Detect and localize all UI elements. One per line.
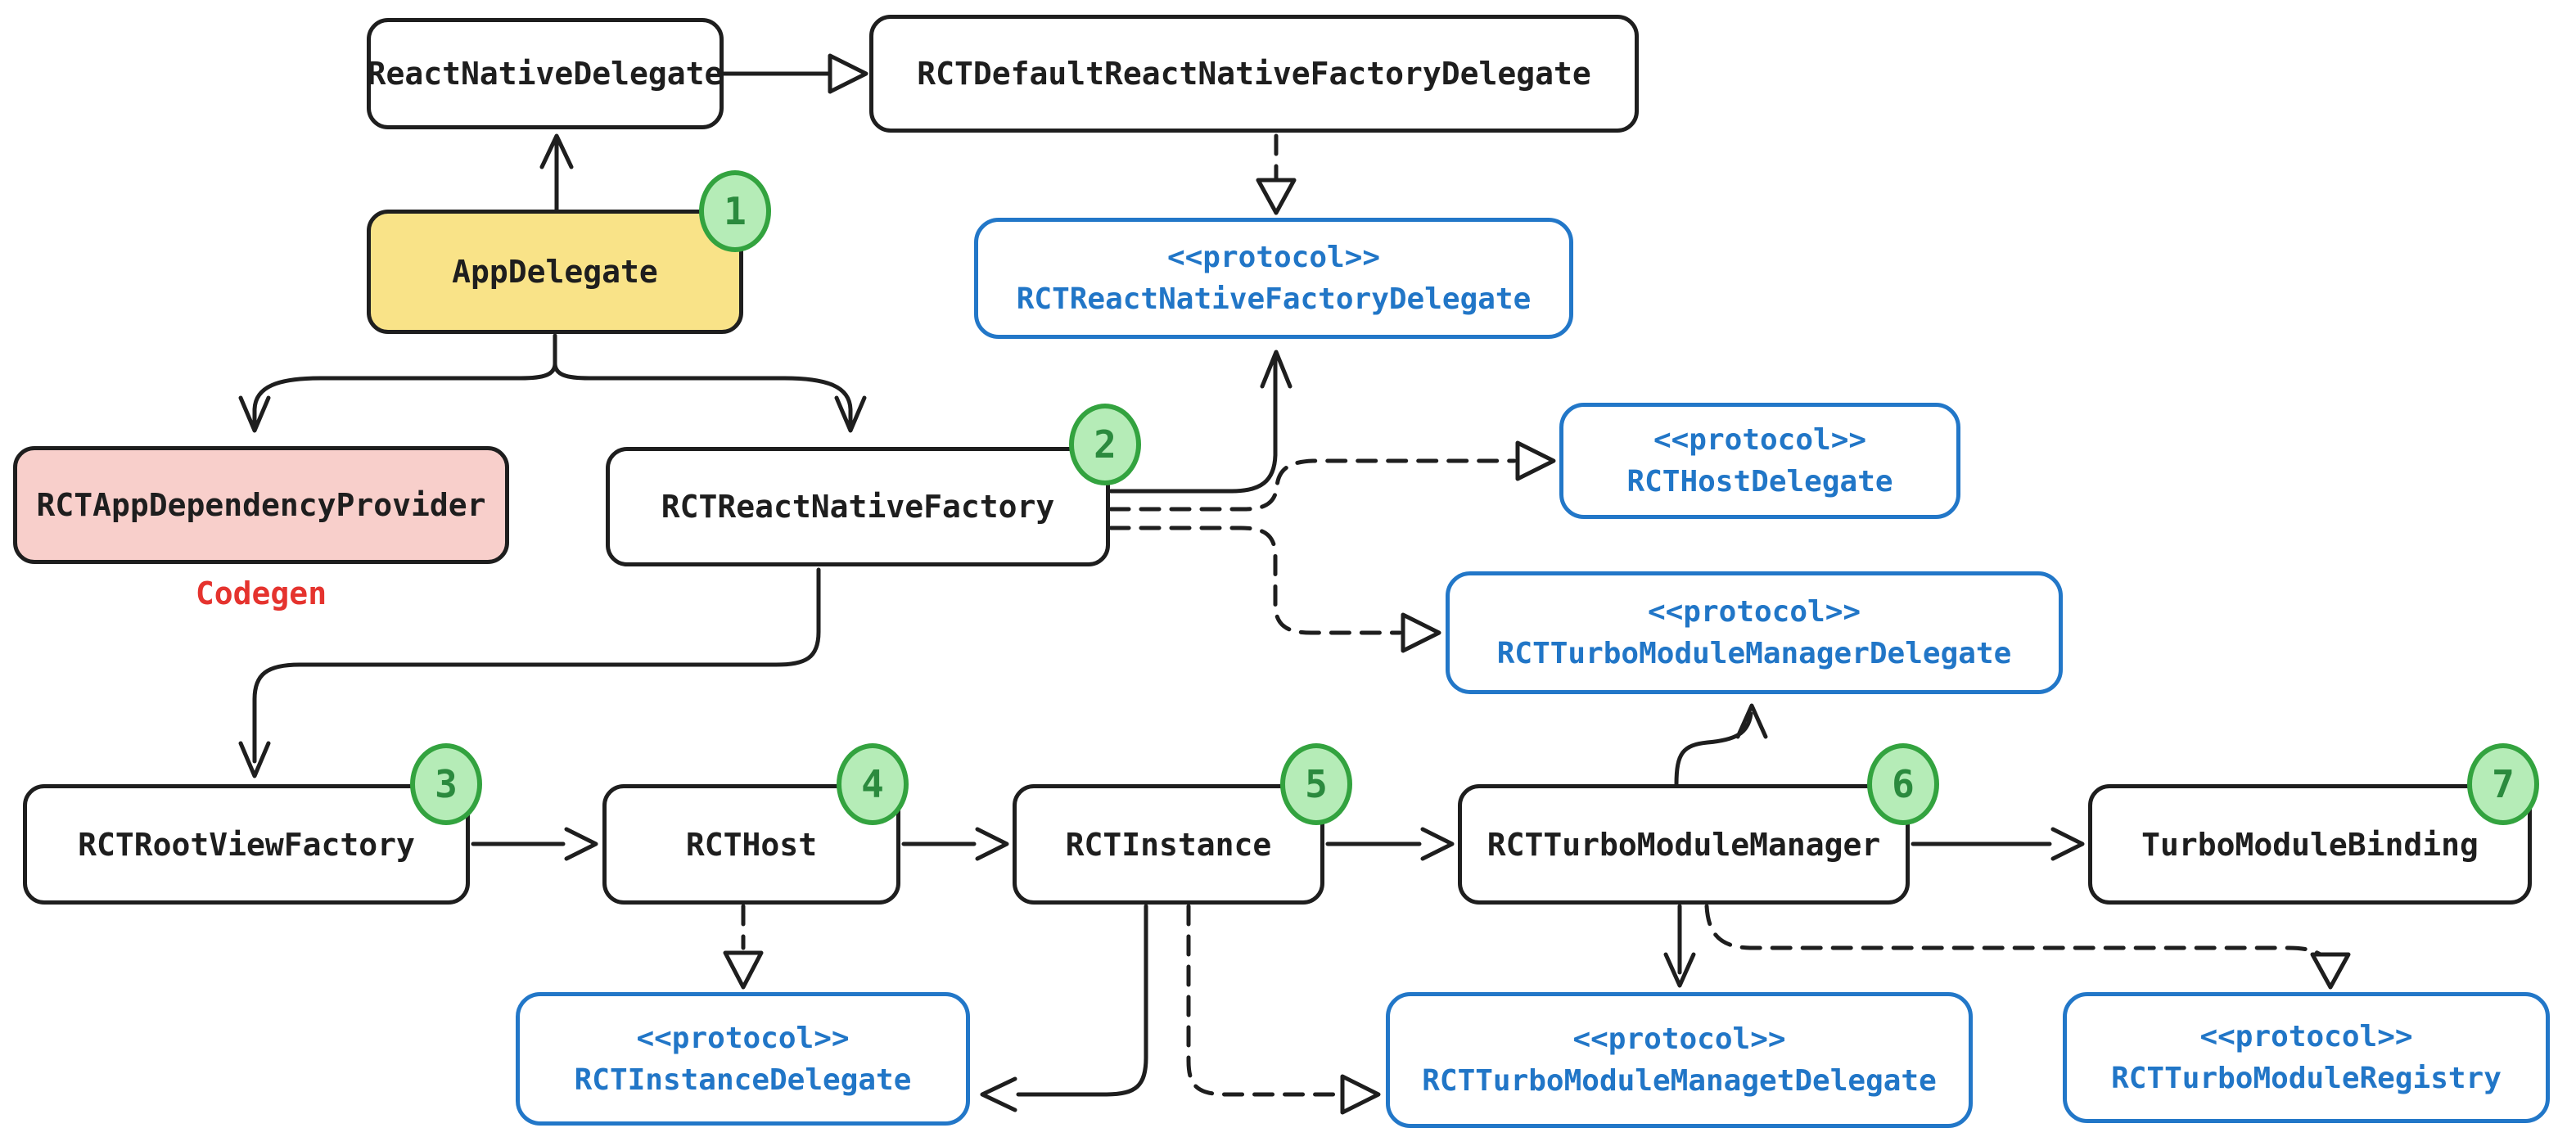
node-label: AppDelegate: [452, 254, 658, 290]
connector-factory-to-factorydelegate: [1108, 350, 1293, 494]
codegen-label: Codegen: [195, 575, 327, 611]
protocol-rct-turbo-module-registry: <<protocol>> RCTTurboModuleRegistry: [2063, 992, 2550, 1123]
hollow-arrowhead-right: [828, 53, 868, 94]
step-badge-4: 4: [837, 743, 909, 825]
node-turbo-module-binding: TurboModuleBinding: [2088, 784, 2532, 905]
protocol-stereotype: <<protocol>>: [636, 1021, 850, 1055]
step-badge-7: 7: [2467, 743, 2539, 825]
node-rct-turbo-module-manager: RCTTurboModuleManager: [1458, 784, 1910, 905]
step-badge-1: 1: [699, 170, 771, 252]
protocol-rct-turbo-module-managet-delegate: <<protocol>> RCTTurboModuleManagetDelega…: [1386, 992, 1973, 1128]
connector-rootviewfactory-to-host: [471, 827, 598, 861]
node-react-native-delegate: ReactNativeDelegate: [367, 18, 724, 129]
connector-appdelegate-fork: [238, 333, 867, 433]
node-label: TurboModuleBinding: [2141, 826, 2479, 863]
step-badge-number: 2: [1094, 422, 1117, 467]
connector-instance-to-manager: [1325, 827, 1455, 861]
hollow-arrowhead-right: [1401, 612, 1441, 653]
protocol-stereotype: <<protocol>>: [1572, 1022, 1786, 1056]
node-label: RCTReactNativeFactory: [661, 489, 1055, 525]
step-badge-2: 2: [1069, 404, 1141, 485]
hollow-arrowhead-right: [1340, 1074, 1381, 1115]
node-rct-react-native-factory: RCTReactNativeFactory: [606, 447, 1110, 566]
connector-manager-to-tmmd-up: [1674, 703, 1768, 787]
hollow-arrowhead-down: [2310, 952, 2351, 990]
protocol-rct-instance-delegate: <<protocol>> RCTInstanceDelegate: [516, 992, 970, 1126]
node-label: RCTHost: [685, 826, 818, 863]
protocol-rct-host-delegate: <<protocol>> RCTHostDelegate: [1559, 403, 1960, 519]
step-badge-number: 6: [1892, 762, 1915, 806]
step-badge-number: 7: [2492, 762, 2515, 806]
connector-instance-to-instancedelegate: [980, 904, 1148, 1112]
connector-host-to-instance: [901, 827, 1009, 861]
hollow-arrowhead-down: [723, 950, 764, 990]
node-rct-default-react-native-factory-delegate: RCTDefaultReactNativeFactoryDelegate: [869, 15, 1639, 133]
connector-manager-to-managetdelegate: [1663, 904, 1696, 988]
step-badge-5: 5: [1280, 743, 1352, 825]
connector-instance-to-managetdelegate: [1186, 904, 1340, 1097]
step-badge-number: 5: [1305, 762, 1328, 806]
step-badge-number: 3: [435, 762, 458, 806]
step-badge-3: 3: [410, 743, 482, 825]
node-label: RCTTurboModuleManager: [1487, 826, 1881, 863]
step-badge-number: 4: [861, 762, 884, 806]
protocol-name: RCTTurboModuleManagerDelegate: [1496, 637, 2012, 670]
protocol-stereotype: <<protocol>>: [2199, 1020, 2413, 1054]
node-rct-instance: RCTInstance: [1013, 784, 1324, 905]
protocol-stereotype: <<protocol>>: [1166, 241, 1381, 274]
protocol-name: RCTTurboModuleManagetDelegate: [1422, 1064, 1937, 1098]
node-label: ReactNativeDelegate: [367, 56, 724, 92]
node-label: RCTRootViewFactory: [78, 826, 415, 863]
protocol-rct-turbo-module-manager-delegate: <<protocol>> RCTTurboModuleManagerDelega…: [1446, 571, 2063, 694]
node-label: RCTInstance: [1065, 826, 1272, 863]
step-badge-number: 1: [724, 189, 747, 233]
connector-factory-to-rootviewfactory: [238, 567, 821, 778]
connector-appdelegate-to-rnd: [539, 133, 574, 212]
connector-factory-to-tmmd: [1108, 526, 1402, 635]
node-label: RCTDefaultReactNativeFactoryDelegate: [917, 56, 1591, 92]
protocol-name: RCTTurboModuleRegistry: [2111, 1062, 2502, 1095]
dashed-connectors: [723, 133, 2351, 1115]
protocol-name: RCTReactNativeFactoryDelegate: [1016, 282, 1532, 316]
connector-manager-to-binding: [1911, 827, 2085, 861]
node-label: RCTAppDependencyProvider: [36, 487, 486, 523]
protocol-name: RCTHostDelegate: [1626, 465, 1893, 499]
protocol-rct-react-native-factory-delegate: <<protocol>> RCTReactNativeFactoryDelega…: [974, 218, 1573, 339]
node-rct-root-view-factory: RCTRootViewFactory: [23, 784, 470, 905]
protocol-stereotype: <<protocol>>: [1647, 595, 1861, 629]
hollow-arrowhead-down: [1256, 178, 1297, 215]
protocol-name: RCTInstanceDelegate: [574, 1063, 912, 1097]
node-app-delegate: AppDelegate: [367, 210, 743, 334]
connector-manager-to-registry: [1704, 904, 2332, 973]
hollow-arrowhead-right: [1515, 440, 1556, 481]
node-rct-app-dependency-provider: RCTAppDependencyProvider: [13, 446, 509, 564]
protocol-stereotype: <<protocol>>: [1653, 423, 1867, 457]
solid-connectors: [238, 53, 2085, 1112]
connector-factory-to-hostdelegate: [1108, 458, 1517, 512]
step-badge-6: 6: [1867, 743, 1939, 825]
